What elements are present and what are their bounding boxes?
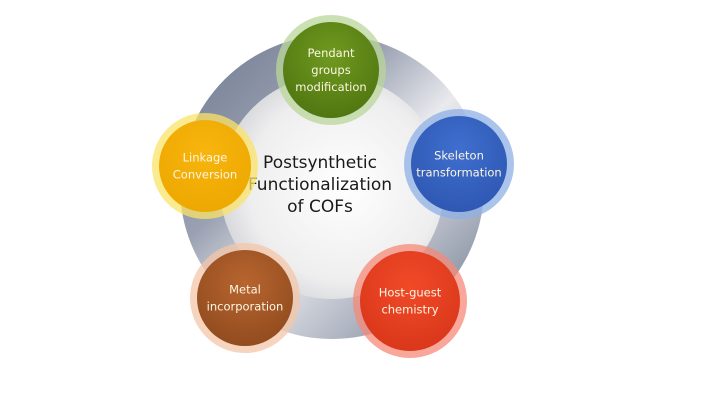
node-label: chemistry xyxy=(381,303,438,317)
node-circle xyxy=(283,22,379,118)
node-skeleton: Skeleton transformation xyxy=(404,109,514,219)
center-title-line-3: of COFs xyxy=(287,197,353,217)
node-circle xyxy=(197,250,293,346)
center-title-line-1: Postsynthetic xyxy=(263,153,377,173)
node-label: Pendant xyxy=(307,46,355,60)
node-label: modification xyxy=(295,80,366,94)
center-title: Postsynthetic Functionalization of COFs xyxy=(248,153,392,217)
node-label: Linkage xyxy=(183,151,228,165)
node-circle xyxy=(411,116,507,212)
node-label: Metal xyxy=(229,283,261,297)
node-label: groups xyxy=(311,63,350,77)
node-label: Conversion xyxy=(173,168,237,182)
node-metal: Metal incorporation xyxy=(190,243,300,353)
node-label: Host-guest xyxy=(379,286,442,300)
node-label: Skeleton xyxy=(434,149,484,163)
inner-disc xyxy=(220,75,444,299)
node-label: incorporation xyxy=(207,300,284,314)
node-label: transformation xyxy=(416,166,501,180)
node-circle xyxy=(360,251,460,351)
node-pendant: Pendant groups modification xyxy=(276,15,386,125)
node-circle xyxy=(159,120,251,212)
center-title-line-2: Functionalization xyxy=(248,175,392,195)
node-hostguest: Host-guest chemistry xyxy=(353,244,467,358)
